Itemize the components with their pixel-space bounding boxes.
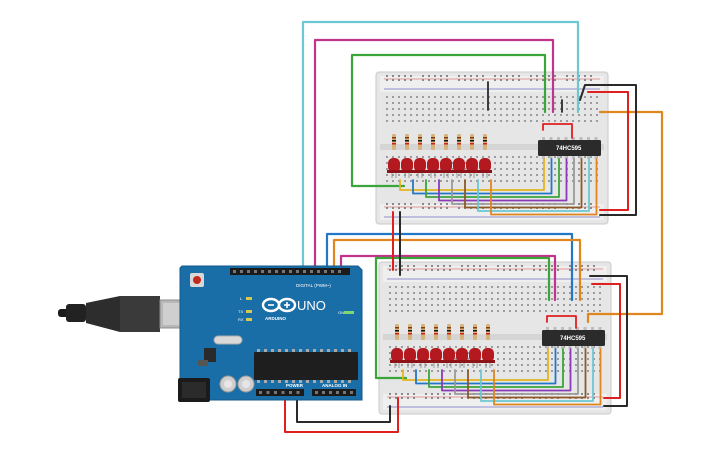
power-label: POWER bbox=[286, 383, 304, 388]
resistor[interactable] bbox=[418, 134, 422, 150]
resistor[interactable] bbox=[483, 134, 487, 150]
led-red[interactable] bbox=[455, 348, 469, 368]
led-red[interactable] bbox=[413, 158, 427, 178]
on-label: ON bbox=[338, 310, 344, 315]
wire-orange-bottom[interactable] bbox=[332, 238, 582, 302]
digital-label: DIGITAL (PWM~) bbox=[296, 283, 331, 288]
wire-red-vcc-bottom[interactable] bbox=[591, 283, 621, 399]
resistor[interactable] bbox=[470, 134, 474, 150]
resistor[interactable] bbox=[473, 324, 477, 340]
shift-register-chip-top[interactable]: 74HC595 bbox=[538, 137, 601, 159]
wire-black-gnd-top[interactable] bbox=[579, 84, 637, 216]
arduino-uno-board[interactable]: UNO ARDUINO DIGITAL (PWM~) POWER ANALOG … bbox=[58, 265, 363, 402]
wire-led-output[interactable] bbox=[464, 158, 583, 209]
wire-red-link-bottom[interactable] bbox=[546, 315, 577, 329]
led-array-top[interactable] bbox=[387, 134, 492, 178]
wire-led-output[interactable] bbox=[412, 158, 553, 195]
led-red[interactable] bbox=[403, 348, 417, 368]
chip-label-top: 74HC595 bbox=[556, 146, 582, 152]
resistor[interactable] bbox=[460, 324, 464, 340]
wire-red-vcc-top[interactable] bbox=[587, 91, 629, 211]
resistor[interactable] bbox=[486, 324, 490, 340]
wire-magenta-clock[interactable] bbox=[313, 38, 555, 272]
resistor[interactable] bbox=[408, 324, 412, 340]
atmega-chip bbox=[254, 352, 358, 380]
wire-led-output[interactable] bbox=[454, 348, 579, 395]
wire-black-gnd[interactable] bbox=[296, 394, 391, 423]
wire-led-output[interactable] bbox=[425, 158, 560, 198]
arduino-logo bbox=[261, 297, 297, 313]
wire-led-output[interactable] bbox=[399, 158, 545, 191]
led-red[interactable] bbox=[452, 158, 466, 178]
led-red[interactable] bbox=[478, 158, 492, 178]
led-red[interactable] bbox=[416, 348, 430, 368]
resistor[interactable] bbox=[434, 324, 438, 340]
led-red[interactable] bbox=[387, 158, 401, 178]
wire-led-output[interactable] bbox=[451, 158, 575, 205]
resistor[interactable] bbox=[405, 134, 409, 150]
wire-red-5v[interactable] bbox=[284, 394, 399, 433]
led-red[interactable] bbox=[429, 348, 443, 368]
led-red[interactable] bbox=[426, 158, 440, 178]
chip-label-bottom: 74HC595 bbox=[560, 336, 586, 342]
resistor[interactable] bbox=[431, 134, 435, 150]
resistor[interactable] bbox=[421, 324, 425, 340]
led-array-bottom[interactable] bbox=[390, 324, 495, 368]
wire-led-output[interactable] bbox=[493, 348, 602, 406]
led-l-label: L bbox=[240, 296, 243, 301]
model-label: UNO bbox=[297, 298, 326, 313]
wire-cyan-bottom[interactable] bbox=[325, 232, 574, 302]
power-header[interactable] bbox=[256, 389, 304, 396]
wire-led-output[interactable] bbox=[438, 158, 568, 202]
led-rx-label: RX bbox=[238, 317, 244, 322]
wire-green-bottom[interactable] bbox=[374, 256, 551, 380]
wire-led-output[interactable] bbox=[480, 348, 594, 402]
wire-magenta-bottom[interactable] bbox=[339, 254, 557, 302]
led-red[interactable] bbox=[439, 158, 453, 178]
wire-led-output[interactable] bbox=[428, 348, 564, 388]
crystal bbox=[213, 335, 243, 345]
resistor[interactable] bbox=[447, 324, 451, 340]
wire-led-output[interactable] bbox=[402, 348, 549, 381]
wire-black-gnd-bottom[interactable] bbox=[589, 275, 628, 407]
wire-cyan-data[interactable] bbox=[301, 20, 580, 272]
wire-led-output[interactable] bbox=[441, 348, 572, 392]
led-red[interactable] bbox=[468, 348, 482, 368]
shift-register-chip-bottom[interactable]: 74HC595 bbox=[542, 327, 605, 349]
led-red[interactable] bbox=[390, 348, 404, 368]
resistor[interactable] bbox=[444, 134, 448, 150]
led-red[interactable] bbox=[400, 158, 414, 178]
status-leds: L TX RX ON bbox=[238, 296, 354, 322]
brand-label: ARDUINO bbox=[265, 316, 286, 321]
wire-led-output[interactable] bbox=[477, 158, 590, 212]
resistor[interactable] bbox=[395, 324, 399, 340]
led-tx-label: TX bbox=[238, 309, 243, 314]
analog-label: ANALOG IN bbox=[322, 383, 347, 388]
wire-green-latch-top[interactable] bbox=[350, 53, 547, 188]
wire-led-output[interactable] bbox=[490, 158, 598, 216]
wire-red-link[interactable] bbox=[542, 123, 573, 139]
led-red[interactable] bbox=[481, 348, 495, 368]
wire-led-output[interactable] bbox=[415, 348, 557, 385]
wire-led-output[interactable] bbox=[467, 348, 587, 399]
resistor[interactable] bbox=[392, 134, 396, 150]
wire-orange-serial-out[interactable] bbox=[586, 110, 664, 324]
wires[interactable] bbox=[284, 20, 664, 433]
resistor[interactable] bbox=[457, 134, 461, 150]
led-red[interactable] bbox=[442, 348, 456, 368]
breadboard-bottom[interactable] bbox=[378, 261, 612, 415]
led-red[interactable] bbox=[465, 158, 479, 178]
analog-header[interactable] bbox=[312, 389, 356, 396]
